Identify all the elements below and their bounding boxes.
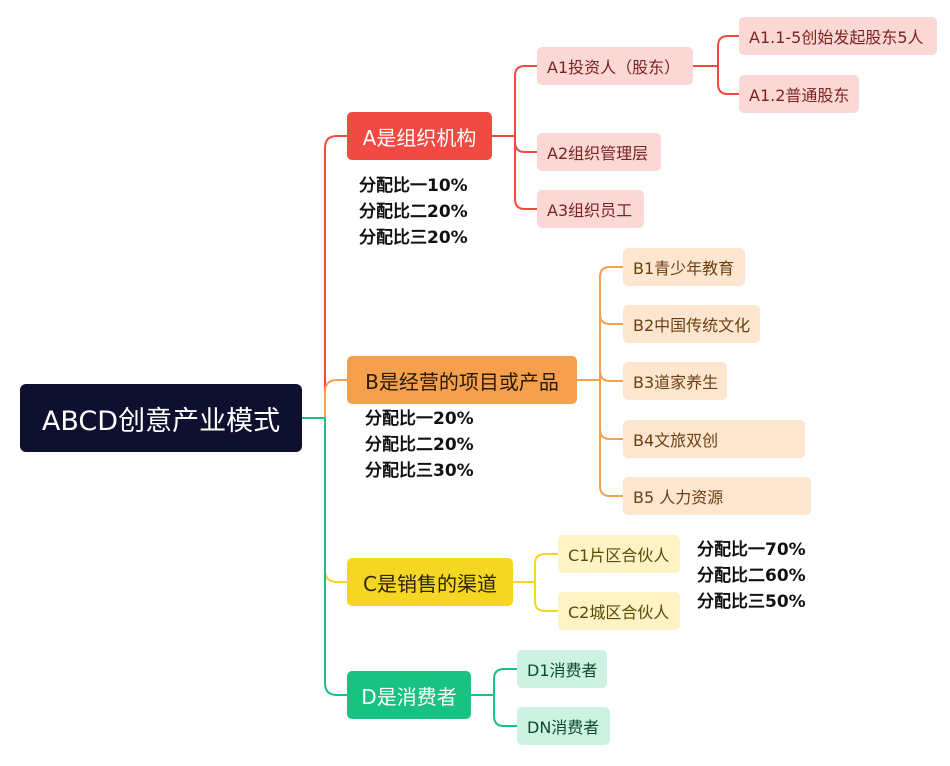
connector-a-to-a2 — [514, 135, 538, 153]
ratio-list-c: 分配比一70% 分配比二60% 分配比三50% — [697, 537, 806, 615]
root-node[interactable]: ABCD创意产业模式 — [20, 384, 302, 452]
node-a2[interactable]: A2组织管理层 — [537, 133, 661, 171]
connector-a1-to-a11 — [717, 35, 740, 67]
node-a1-2[interactable]: A1.2普通股东 — [739, 75, 859, 113]
connector-root-to-b — [324, 379, 348, 419]
connector-b-to-b2 — [599, 313, 624, 325]
connector-b-spine — [599, 266, 611, 497]
branch-d-node[interactable]: D是消费者 — [347, 671, 471, 719]
connector-a-to-a3 — [514, 135, 538, 210]
node-b2[interactable]: B2中国传统文化 — [623, 305, 760, 343]
connector-c-to-c1 — [534, 553, 559, 583]
node-c2[interactable]: C2城区合伙人 — [558, 592, 680, 630]
ratio-a-3: 分配比三20% — [359, 228, 468, 248]
node-b1[interactable]: B1青少年教育 — [623, 248, 745, 286]
ratio-a-2: 分配比二20% — [359, 202, 468, 222]
ratio-list-b: 分配比一20% 分配比二20% 分配比三30% — [365, 406, 474, 484]
connector-root-to-a — [324, 135, 348, 419]
ratio-c-2: 分配比二60% — [697, 566, 806, 586]
branch-b-node[interactable]: B是经营的项目或产品 — [347, 356, 577, 404]
ratio-c-3: 分配比三50% — [697, 592, 806, 612]
connector-root-to-d — [324, 417, 348, 696]
branch-c-node[interactable]: C是销售的渠道 — [347, 558, 513, 606]
node-b3[interactable]: B3道家养生 — [623, 362, 727, 400]
ratio-c-1: 分配比一70% — [697, 540, 806, 560]
node-d1[interactable]: D1消费者 — [517, 650, 607, 688]
ratio-a-1: 分配比一10% — [359, 176, 468, 196]
node-a3[interactable]: A3组织员工 — [537, 190, 644, 228]
node-a1-1[interactable]: A1.1-5创始发起股东5人 — [739, 17, 937, 55]
connector-c-to-c2 — [534, 581, 559, 612]
node-b5[interactable]: B5 人力资源 — [623, 477, 811, 515]
ratio-b-3: 分配比三30% — [365, 461, 474, 481]
connector-a1-to-a12 — [717, 65, 740, 95]
node-a1[interactable]: A1投资人（股东） — [537, 47, 693, 85]
ratio-b-2: 分配比二20% — [365, 435, 474, 455]
node-b4[interactable]: B4文旅双创 — [623, 420, 805, 458]
connector-b-to-b3 — [599, 370, 624, 382]
connector-b-to-b4 — [599, 428, 624, 440]
branch-a-node[interactable]: A是组织机构 — [347, 112, 492, 160]
connector-d-to-d1 — [493, 668, 518, 696]
ratio-list-a: 分配比一10% 分配比二20% 分配比三20% — [359, 173, 468, 251]
node-dn[interactable]: DN消费者 — [517, 707, 610, 745]
connector-root-to-c — [324, 417, 348, 583]
connector-a-to-a1 — [514, 65, 538, 137]
node-c1[interactable]: C1片区合伙人 — [558, 535, 680, 573]
ratio-b-1: 分配比一20% — [365, 409, 474, 429]
connector-d-to-dn — [493, 694, 518, 727]
